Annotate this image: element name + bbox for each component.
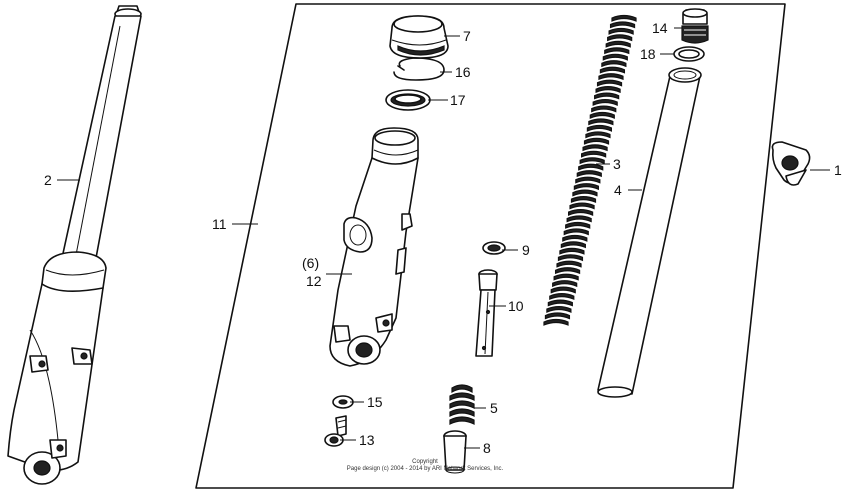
spring-coil <box>599 66 626 74</box>
spring-coil <box>581 150 607 158</box>
spring-coil <box>598 73 624 81</box>
spring-coil <box>572 189 598 197</box>
part-16-circlip[interactable] <box>393 57 445 81</box>
spring-coil <box>573 183 599 191</box>
spring-coil <box>594 92 620 100</box>
spring-coil <box>566 215 592 223</box>
callout-5: 5 <box>490 400 498 416</box>
callout-12: 12 <box>306 273 322 289</box>
spring-coil <box>588 118 614 126</box>
callout-1: 1 <box>834 162 842 178</box>
part-2-fork-leg[interactable] <box>7 5 142 485</box>
spring-coil <box>569 202 595 210</box>
spring-coil <box>578 163 604 171</box>
callout-11: 11 <box>212 216 227 232</box>
spring-coil <box>552 280 578 288</box>
callout-3: 3 <box>613 156 621 172</box>
spring-coil <box>589 111 615 119</box>
spring-coil <box>557 254 584 262</box>
callout-6: (6) <box>302 255 319 271</box>
part-9-washer[interactable] <box>482 241 506 255</box>
spring-coil <box>583 137 610 145</box>
callout-16: 16 <box>455 64 471 80</box>
spring-coil <box>570 196 597 204</box>
part-13-socket-bolt[interactable] <box>324 415 347 447</box>
callout-4: 4 <box>614 182 622 198</box>
spring-coil <box>602 53 628 61</box>
part-3-fork-spring[interactable] <box>543 14 637 326</box>
spring-coil <box>543 318 569 326</box>
part-14-fork-bolt[interactable] <box>681 8 709 44</box>
spring-coil <box>546 305 572 313</box>
part-12-fork-slider[interactable] <box>329 127 419 367</box>
spring-coil <box>565 221 591 229</box>
assembly-frame <box>195 3 786 489</box>
callout-10: 10 <box>508 298 524 314</box>
spring-coil <box>559 247 585 255</box>
spring-coil <box>605 40 631 48</box>
callout-7: 7 <box>463 28 471 44</box>
part-1-clamp[interactable] <box>771 141 811 186</box>
leader-lines <box>57 27 830 449</box>
part-7-dust-seal[interactable] <box>389 15 449 59</box>
spring-coil <box>567 208 594 216</box>
spring-coil <box>609 21 636 29</box>
callout-8: 8 <box>483 440 491 456</box>
spring-coil <box>553 273 579 281</box>
spring-coil <box>586 124 613 132</box>
spring-coil <box>547 299 573 307</box>
spring-coil <box>596 79 623 87</box>
spring-coil <box>560 241 586 249</box>
spring-coil <box>582 144 608 152</box>
callout-2: 2 <box>44 172 52 188</box>
callout-labels: 1 2 3 4 5 (6) 7 8 9 10 11 12 13 14 15 16… <box>44 20 842 456</box>
callout-14: 14 <box>652 20 668 36</box>
callout-18: 18 <box>640 46 656 62</box>
spring-coil <box>563 228 589 236</box>
spring-coil <box>562 234 588 242</box>
spring-coil <box>604 47 630 55</box>
spring-coil <box>601 60 627 68</box>
spring-coil <box>607 34 633 42</box>
part-8-oil-lock-piece[interactable] <box>443 430 467 474</box>
spring-coil <box>579 157 605 165</box>
part-4-fork-pipe[interactable] <box>597 67 702 398</box>
spring-coil <box>585 131 611 139</box>
callout-9: 9 <box>522 242 530 258</box>
spring-coil <box>575 176 601 184</box>
part-10-damper-piston[interactable] <box>475 269 498 357</box>
part-18-o-ring[interactable] <box>673 46 705 62</box>
callout-13: 13 <box>359 432 375 448</box>
copyright-line-1: Copyright <box>412 459 438 465</box>
spring-coil <box>592 98 618 106</box>
part-5-rebound-spring[interactable] <box>449 384 475 425</box>
spring-coil <box>544 312 571 320</box>
spring-coil <box>595 86 621 94</box>
spring-coil <box>608 27 634 35</box>
spring-coil <box>556 260 582 268</box>
copyright-line-2: Page design (c) 2004 - 2014 by ARI Netwo… <box>347 466 504 472</box>
spring-coil <box>550 286 576 294</box>
part-17-oil-seal[interactable] <box>385 89 431 111</box>
callout-17: 17 <box>450 92 466 108</box>
spring-coil <box>576 170 602 178</box>
callout-15: 15 <box>367 394 383 410</box>
spring-coil <box>591 105 617 113</box>
spring-coil <box>549 293 575 301</box>
spring-coil <box>554 267 581 275</box>
spring-coil <box>611 14 637 22</box>
